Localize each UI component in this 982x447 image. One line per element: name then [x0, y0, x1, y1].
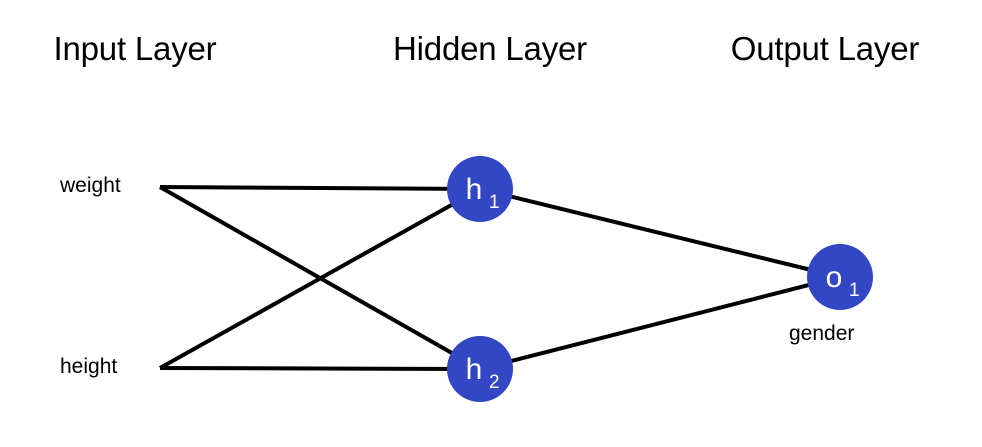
input-node-weight-label: weight [60, 174, 121, 197]
node-h2-circle [447, 336, 513, 402]
node-o1[interactable]: o 1 [807, 244, 873, 310]
node-h1[interactable]: h 1 [447, 156, 513, 222]
node-o1-circle [807, 244, 873, 310]
edge-height-h2 [159, 366, 481, 371]
edge-height-h1 [159, 187, 481, 370]
node-o1-subscript: 1 [849, 280, 860, 301]
hidden-layer-title: Hidden Layer [393, 30, 587, 67]
input-layer-title: Input Layer [53, 30, 217, 67]
edge-group [159, 185, 841, 371]
node-o1-label: o [826, 261, 843, 294]
output-node-caption: gender [789, 322, 855, 345]
node-h1-circle [447, 156, 513, 222]
node-h2-subscript: 2 [489, 372, 500, 393]
edge-h2-o1 [479, 275, 841, 371]
node-h2-label: h [466, 353, 483, 386]
node-h2[interactable]: h 2 [447, 336, 513, 402]
output-layer-title: Output Layer [730, 30, 920, 67]
node-h1-subscript: 1 [489, 192, 500, 213]
edge-h1-o1 [479, 187, 841, 279]
node-h1-label: h [466, 173, 483, 206]
input-node-height-label: height [60, 355, 118, 378]
edge-weight-h1 [159, 185, 481, 191]
